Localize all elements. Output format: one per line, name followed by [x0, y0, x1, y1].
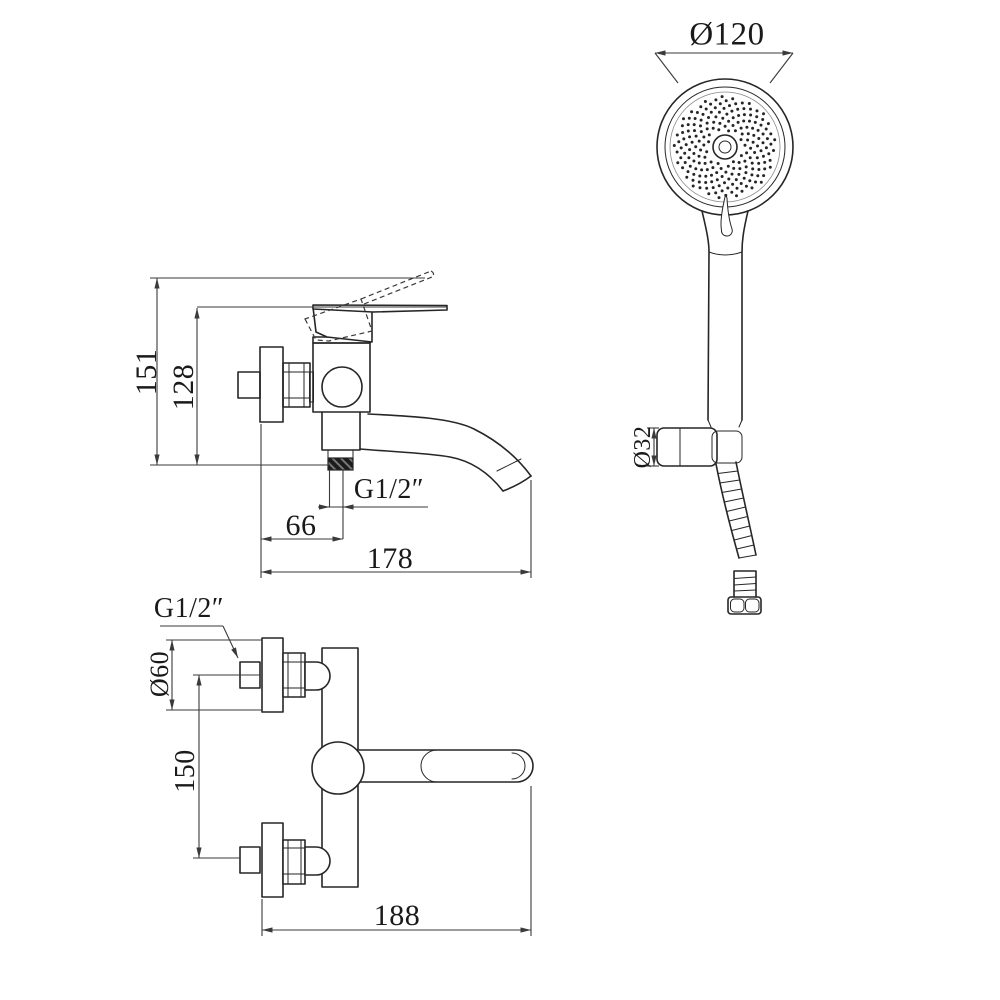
- head-center-hub: [712, 134, 738, 160]
- hex-nut-top: [282, 652, 306, 698]
- side-view: [150, 270, 532, 578]
- dim-label-150: 150: [170, 749, 201, 793]
- hose-end-fitting: [727, 570, 762, 615]
- dim-label-g12-side: G1/2″: [353, 474, 425, 505]
- dim-label-g12-front: G1/2″: [153, 593, 225, 624]
- wall-flange: [259, 346, 284, 423]
- shower-handle: [701, 210, 749, 428]
- spray-face-dots: [672, 95, 777, 200]
- dim-label-188: 188: [373, 899, 421, 932]
- hand-shower-assembly: [647, 50, 794, 615]
- bracket-dimension: [647, 427, 659, 467]
- grip-left-cap-arc: [420, 749, 438, 783]
- mode-selector-tongue: [720, 195, 733, 237]
- front-handle: [311, 741, 534, 795]
- dim-label-66: 66: [285, 509, 317, 542]
- hose-corrugation: [717, 470, 755, 550]
- body-lower-section: [321, 411, 361, 451]
- shower-head: [656, 78, 794, 237]
- spout-opening-line: [496, 458, 522, 472]
- head-dimension: [654, 50, 794, 84]
- valve-body: [312, 342, 371, 413]
- inlet-nipple-bottom: [239, 846, 261, 874]
- g12-leader: [222, 625, 239, 659]
- bracket-body: [656, 427, 718, 467]
- dim-label-178: 178: [366, 542, 414, 575]
- dim-label-128: 128: [167, 363, 200, 411]
- lever-raised-phantom: [304, 270, 435, 342]
- cartridge-circle: [321, 366, 363, 408]
- bracket-clamp: [711, 430, 743, 464]
- dim-label-phi120: Ø120: [689, 16, 765, 53]
- hex-nut-bottom: [282, 839, 306, 885]
- side-view-dimensions: [150, 277, 532, 578]
- head-center-nozzle: [718, 140, 732, 154]
- spout: [359, 413, 532, 492]
- shower-hose: [715, 461, 762, 615]
- front-view-dimensions: [160, 625, 532, 936]
- hose-nut: [727, 596, 762, 615]
- hex-nut: [282, 362, 311, 408]
- dim-label-151: 151: [130, 348, 163, 396]
- bottom-inlet-connector: [239, 822, 331, 898]
- connector-cap-bottom: [304, 846, 331, 876]
- dim-label-phi60: Ø60: [145, 650, 174, 698]
- wall-flange-top: [261, 637, 284, 713]
- dim-label-phi32: Ø32: [630, 425, 656, 469]
- front-view: [160, 625, 534, 936]
- connector-cap-top: [304, 661, 331, 691]
- threaded-outlet-hatch: [327, 457, 354, 471]
- handle-hub-circle: [311, 741, 365, 795]
- wall-bracket: [656, 427, 743, 467]
- thread-collar: [327, 449, 354, 459]
- grip-tip-arc: [511, 752, 526, 780]
- inlet-nipple: [237, 371, 261, 399]
- wall-flange-bottom: [261, 822, 284, 898]
